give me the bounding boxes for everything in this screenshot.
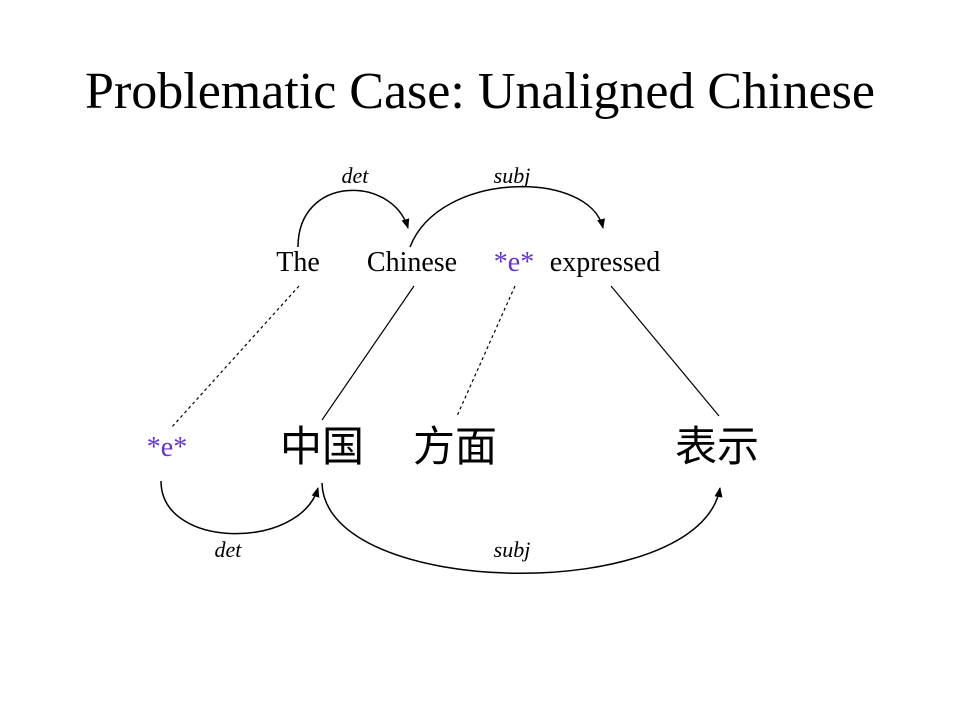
english-subj-arc: [409, 185, 605, 248]
english-word-expressed: expressed: [550, 247, 660, 278]
chinese-word-fangmian: 方面: [413, 422, 497, 471]
chinese-word-zhongguo: 中国: [280, 422, 364, 471]
page-title: Problematic Case: Unaligned Chinese: [85, 63, 875, 120]
english-det-arc: [297, 189, 410, 248]
english-word-empty: *e*: [494, 247, 534, 278]
english-subj-label: subj: [494, 163, 531, 188]
english-det-label: det: [342, 163, 370, 188]
english-word-the: The: [276, 247, 320, 278]
chinese-det-label: det: [215, 537, 243, 562]
chinese-word-empty: *e*: [147, 432, 187, 463]
alignment-link-expressed: [610, 285, 720, 417]
chinese-det-arc: [160, 480, 320, 535]
chinese-subj-arc: [321, 482, 723, 575]
chinese-subj-label: subj: [494, 537, 531, 562]
chinese-word-biaoshi: 表示: [675, 422, 759, 471]
alignment-link-the: [170, 285, 300, 429]
english-word-chinese: Chinese: [367, 247, 457, 278]
alignment-link-chinese: [321, 285, 415, 421]
alignment-link-empty: [456, 285, 516, 417]
